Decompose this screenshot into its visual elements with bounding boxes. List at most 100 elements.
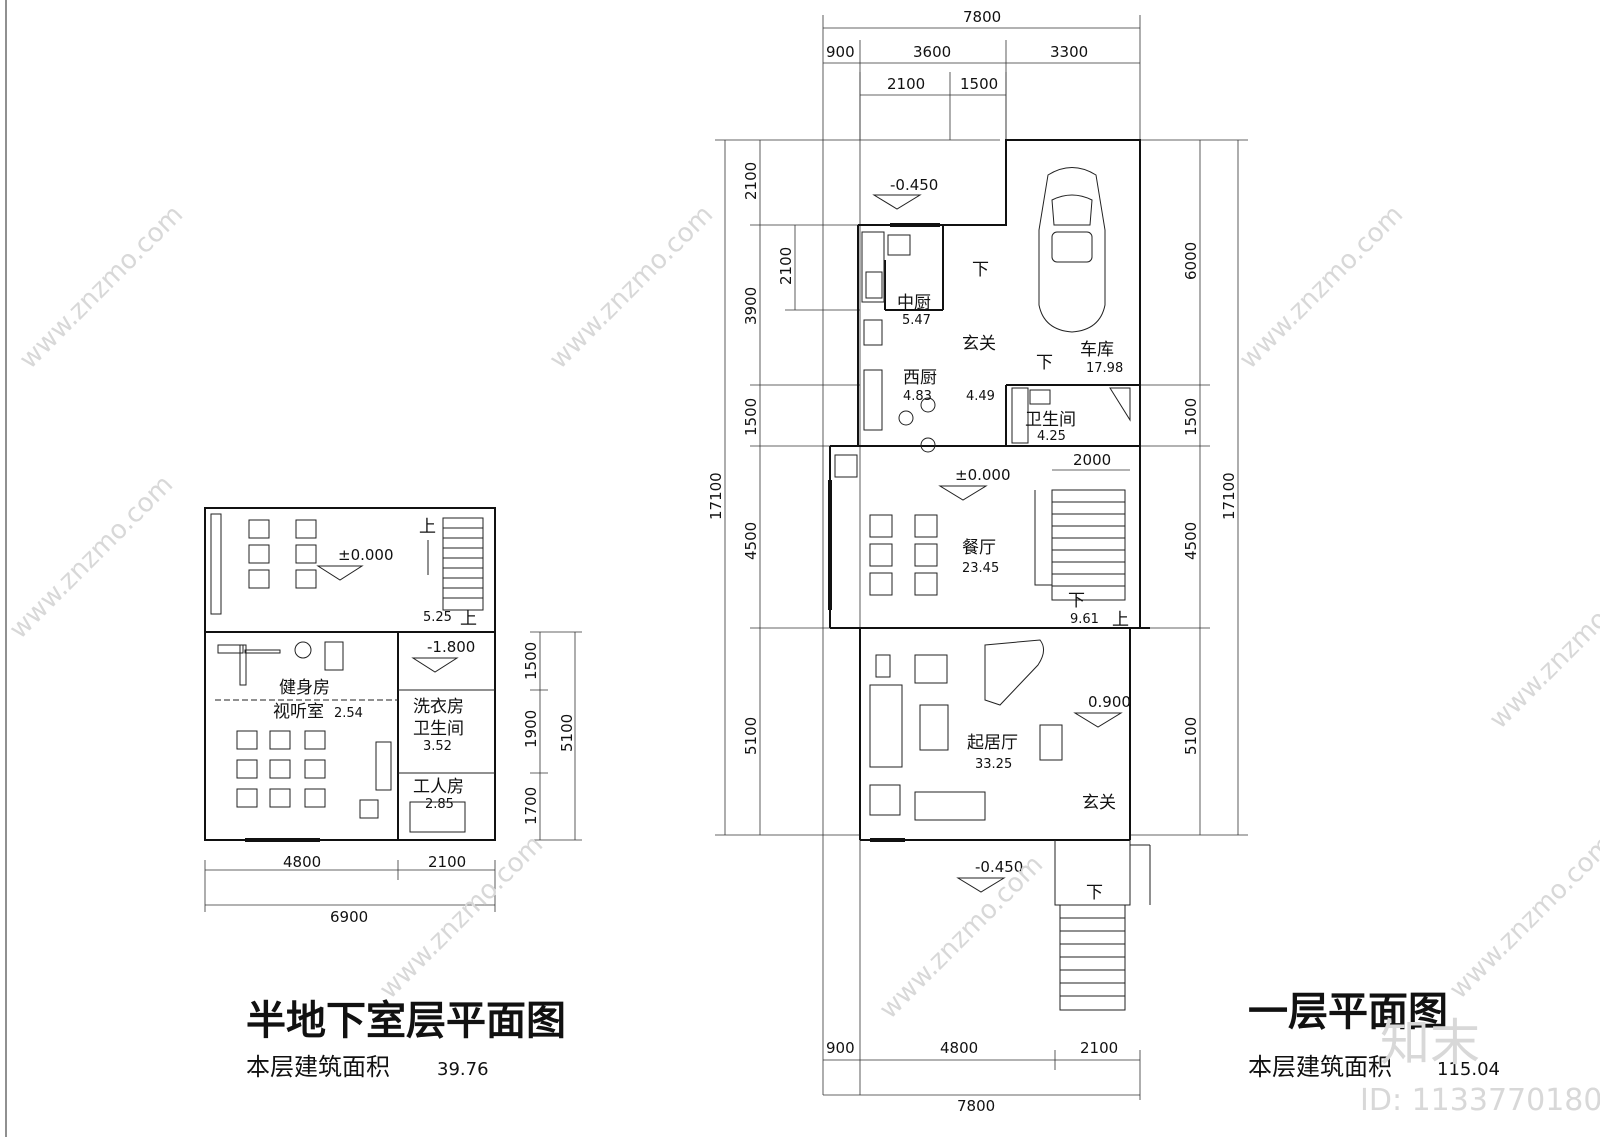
ground-dim-right-1: 1500 <box>1182 398 1200 436</box>
room-ground-bath-area: 4.25 <box>1037 429 1066 444</box>
basement-area-label: 本层建筑面积 <box>246 1053 390 1081</box>
room-western-kitchen: 西厨 <box>903 368 937 388</box>
room-gym: 健身房 <box>279 678 330 698</box>
basement-dim-total: 6900 <box>330 908 368 926</box>
basement-dim-lines <box>204 631 582 912</box>
room-dining-area: 23.45 <box>962 561 999 576</box>
level-triangle <box>872 194 922 210</box>
room-living-area: 33.25 <box>975 757 1012 772</box>
basement-dim-right-2: 1700 <box>522 787 540 825</box>
room-theater: 视听室 <box>273 702 324 722</box>
level-triangle <box>411 657 459 673</box>
room-living: 起居厅 <box>967 733 1018 753</box>
level-triangle <box>956 877 1006 893</box>
basement-level-0: ±0.000 <box>338 546 394 564</box>
ground-windows <box>828 223 940 842</box>
room-bath: 卫生间 <box>413 719 464 739</box>
room-worker-area: 2.85 <box>425 797 454 812</box>
room-garage: 车库 <box>1080 340 1114 360</box>
room-chinese-kitchen: 中厨 <box>897 293 931 313</box>
dining-table <box>834 454 938 596</box>
room-bath-area: 3.52 <box>423 739 452 754</box>
ground-dim-left-2: 1500 <box>742 398 760 436</box>
watermark-logo: 知末 <box>1380 1014 1480 1072</box>
basement-stair-area: 5.25 <box>423 610 452 625</box>
ground-dim-top-2: 3300 <box>1050 43 1088 61</box>
basement-chairs-top <box>248 519 317 589</box>
room-foyer-top: 玄关 <box>962 334 996 354</box>
ground-stair-down-4: 下 <box>1086 883 1103 903</box>
ground-dim-left-total: 17100 <box>707 472 725 520</box>
basement-stair <box>427 517 484 611</box>
room-worker: 工人房 <box>413 777 464 797</box>
room-stair-area: 9.61 <box>1070 612 1099 627</box>
basement-stair-up-2: 上 <box>460 609 477 629</box>
basement-wall-segment <box>210 513 222 615</box>
ground-title: 一层平面图 <box>1248 989 1448 1035</box>
level-triangle <box>938 485 988 501</box>
ground-dim-left-0: 2100 <box>742 162 760 200</box>
ground-dim-stair: 2000 <box>1073 451 1111 469</box>
ground-dim-top2-0: 2100 <box>887 75 925 93</box>
watermark-site: www.znzmo.com <box>874 850 1049 1025</box>
basement-dim-right-total: 5100 <box>558 714 576 752</box>
ground-dim-left-3: 4500 <box>742 522 760 560</box>
watermark-site: www.znzmo.com <box>1234 200 1409 375</box>
room-dining: 餐厅 <box>962 538 996 558</box>
level-triangle <box>316 565 364 581</box>
ground-area-value: 115.04 <box>1437 1059 1500 1080</box>
ground-stair-down-2: 下 <box>1036 353 1053 373</box>
ground-dim-left-inner: 2100 <box>777 247 795 285</box>
ground-stair <box>1034 489 1126 601</box>
room-theater-area: 2.54 <box>334 706 363 721</box>
room-chinese-kitchen-area: 5.47 <box>902 313 931 328</box>
worker-bed <box>409 801 466 833</box>
ground-level-1: ±0.000 <box>955 466 1011 484</box>
ground-dim-bottom-1: 4800 <box>940 1039 978 1057</box>
ground-level-0: -0.450 <box>890 176 938 194</box>
ground-dim-top-1: 3600 <box>913 43 951 61</box>
ground-dim-bottom-2: 2100 <box>1080 1039 1118 1057</box>
room-foyer-top-area: 4.49 <box>966 389 995 404</box>
ground-stair-up: 上 <box>1112 610 1129 630</box>
theater-seats <box>236 730 392 819</box>
watermark-site: www.znzmo.com <box>14 200 189 375</box>
ground-dim-top-total: 7800 <box>963 8 1001 26</box>
ground-dim-bottom-0: 900 <box>826 1039 855 1057</box>
basement-area-value: 39.76 <box>437 1059 489 1080</box>
ground-plan: -0.450 ±0.000 0.900 -0.450 下 下 下 上 下 中厨 … <box>707 8 1500 1115</box>
room-western-kitchen-area: 4.83 <box>903 389 932 404</box>
watermark-site: www.znzmo.com <box>4 470 179 645</box>
ground-stair-down-3: 下 <box>1068 591 1085 611</box>
room-ground-bath: 卫生间 <box>1025 410 1076 430</box>
ground-area-label: 本层建筑面积 <box>1248 1053 1392 1081</box>
ground-dim-left-1: 3900 <box>742 287 760 325</box>
ground-dim-top-0: 900 <box>826 43 855 61</box>
gym-equipment <box>217 641 344 686</box>
ground-dim-top2-1: 1500 <box>960 75 998 93</box>
basement-dim-right-1: 1900 <box>522 710 540 748</box>
kitchen-fixtures <box>861 231 936 453</box>
basement-dim-right-0: 1500 <box>522 642 540 680</box>
watermark-site: www.znzmo.com <box>1444 830 1600 1005</box>
ground-level-3: -0.450 <box>975 858 1023 876</box>
ground-dim-right-0: 6000 <box>1182 242 1200 280</box>
basement-stair-up-1: 上 <box>419 517 436 537</box>
watermark-id: ID: 1133770180 <box>1360 1083 1600 1118</box>
basement-title: 半地下室层平面图 <box>246 998 566 1044</box>
room-laundry: 洗衣房 <box>413 697 464 717</box>
level-triangle <box>1073 712 1123 728</box>
ground-dim-bottom-total: 7800 <box>957 1097 995 1115</box>
ground-dim-right-total: 17100 <box>1220 472 1238 520</box>
ground-stair-down-1: 下 <box>972 260 989 280</box>
ground-dim-right-2: 4500 <box>1182 522 1200 560</box>
car-icon <box>1038 167 1106 333</box>
ground-level-2: 0.900 <box>1088 693 1131 711</box>
watermark-site: www.znzmo.com <box>544 200 719 375</box>
watermark-site: www.znzmo.com <box>1484 560 1600 735</box>
ground-dim-left-4: 5100 <box>742 717 760 755</box>
living-furniture <box>869 639 1063 821</box>
entry-stair <box>1054 840 1151 1011</box>
watermarks: www.znzmo.com www.znzmo.com www.znzmo.co… <box>4 200 1600 1118</box>
basement-plan: ±0.000 -1.800 上 上 5.25 健身房 视听室 2.54 洗衣房 … <box>204 507 582 1081</box>
